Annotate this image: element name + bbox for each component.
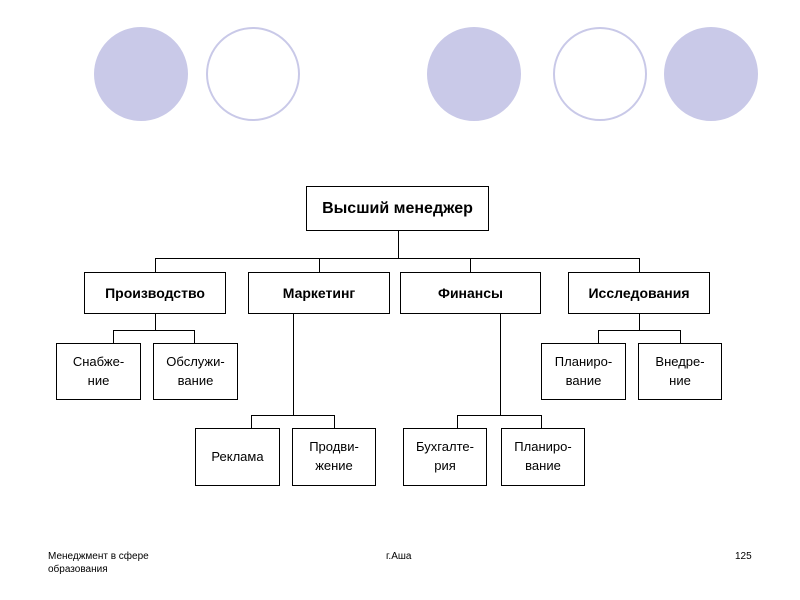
top-manager-box: Высший менеджер <box>306 186 489 231</box>
dept-label: Финансы <box>438 284 503 301</box>
sub-label: Продви- жение <box>309 439 359 473</box>
footer-center: г.Аша <box>386 551 412 562</box>
sub-box: Снабже- ние <box>56 343 141 400</box>
sub-label: Обслужи- вание <box>166 353 225 388</box>
decor-circle-filled-1 <box>94 27 188 121</box>
sub-label: Внедре- ние <box>655 353 705 388</box>
sub-box: Внедре- ние <box>638 343 722 400</box>
sub-box: Обслужи- вание <box>153 343 238 400</box>
dept-box-marketing: Маркетинг <box>248 272 390 314</box>
sub-box: Планиро- вание <box>501 428 585 486</box>
sub-label: Снабже- ние <box>72 353 125 388</box>
sub-label: Планиро- вание <box>554 353 613 388</box>
sub-box: Бухгалте- рия <box>403 428 487 486</box>
sub-label: Бухгалте- рия <box>416 439 474 473</box>
dept-box-research: Исследования <box>568 272 710 314</box>
footer-page-number: 125 <box>735 551 752 562</box>
dept-box-finance: Финансы <box>400 272 541 314</box>
footer-left: Менеджмент в сфере образования <box>48 551 149 575</box>
decor-circle-outline-1 <box>206 27 300 121</box>
decor-circle-outline-2 <box>553 27 647 121</box>
sub-label: Реклама <box>211 448 264 464</box>
dept-label: Маркетинг <box>282 284 356 301</box>
top-manager-label: Высший менеджер <box>322 199 473 217</box>
sub-box: Реклама <box>195 428 280 486</box>
sub-box: Продви- жение <box>292 428 376 486</box>
dept-label: Производство <box>105 284 205 301</box>
sub-box: Планиро- вание <box>541 343 626 400</box>
dept-label: Исследования <box>588 284 690 301</box>
sub-label: Планиро- вание <box>514 439 572 473</box>
decor-circle-filled-3 <box>664 27 758 121</box>
decor-circle-filled-2 <box>427 27 521 121</box>
dept-box-production: Производство <box>84 272 226 314</box>
